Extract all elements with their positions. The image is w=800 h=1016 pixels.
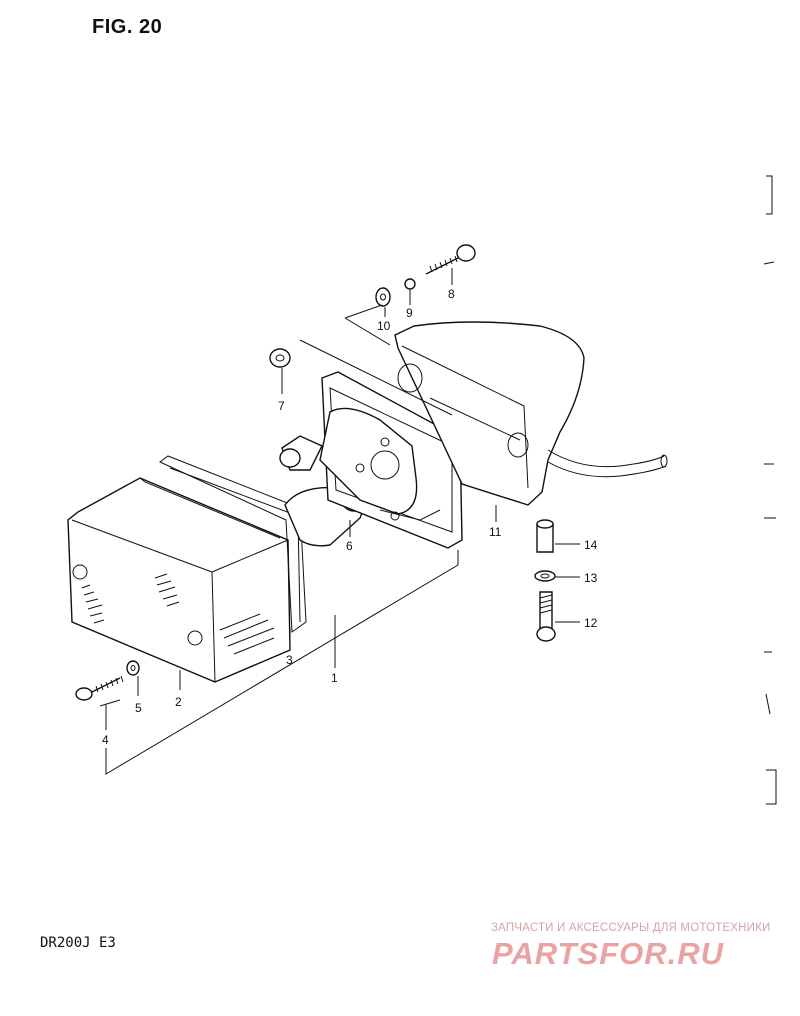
callout-7: 7 <box>278 399 285 413</box>
grommet-part-7[interactable] <box>269 348 291 368</box>
screw-part-4[interactable] <box>75 675 124 701</box>
callout-1: 1 <box>331 671 338 685</box>
scan-edge-marks <box>763 175 777 805</box>
callout-2: 2 <box>175 695 182 709</box>
washer-part-5[interactable] <box>126 660 140 676</box>
lens-part-2[interactable] <box>67 477 291 683</box>
callout-12: 12 <box>584 616 598 630</box>
callout-14: 14 <box>584 538 598 552</box>
callout-3: 3 <box>286 653 293 667</box>
watermark-tagline: ЗАПЧАСТИ И АКСЕССУАРЫ ДЛЯ МОТОТЕХНИКИ <box>491 922 771 934</box>
watermark-logo: PARTSFOR.RU <box>492 936 725 971</box>
callout-5: 5 <box>135 701 142 715</box>
spacer-part-14[interactable] <box>536 519 554 553</box>
washer-part-13[interactable] <box>534 570 556 582</box>
callout-8: 8 <box>448 287 455 301</box>
callout-11: 11 <box>489 525 502 539</box>
callout-13: 13 <box>584 571 598 585</box>
bolt-part-12[interactable] <box>536 591 556 642</box>
callout-labels: 1 2 3 4 5 6 7 8 9 10 11 12 13 14 <box>102 287 598 747</box>
callout-6: 6 <box>346 539 353 553</box>
washer-part-9[interactable] <box>404 278 416 290</box>
callout-9: 9 <box>406 306 413 320</box>
figure-title: FIG. 20 <box>92 16 163 38</box>
model-code: DR200J E3 <box>40 935 116 951</box>
lamp-base-part-11[interactable] <box>319 321 668 549</box>
washer-part-10[interactable] <box>375 287 391 307</box>
leader-lines <box>99 268 580 775</box>
callout-4: 4 <box>102 733 109 747</box>
callout-10: 10 <box>377 319 391 333</box>
screw-part-8[interactable] <box>425 244 476 275</box>
